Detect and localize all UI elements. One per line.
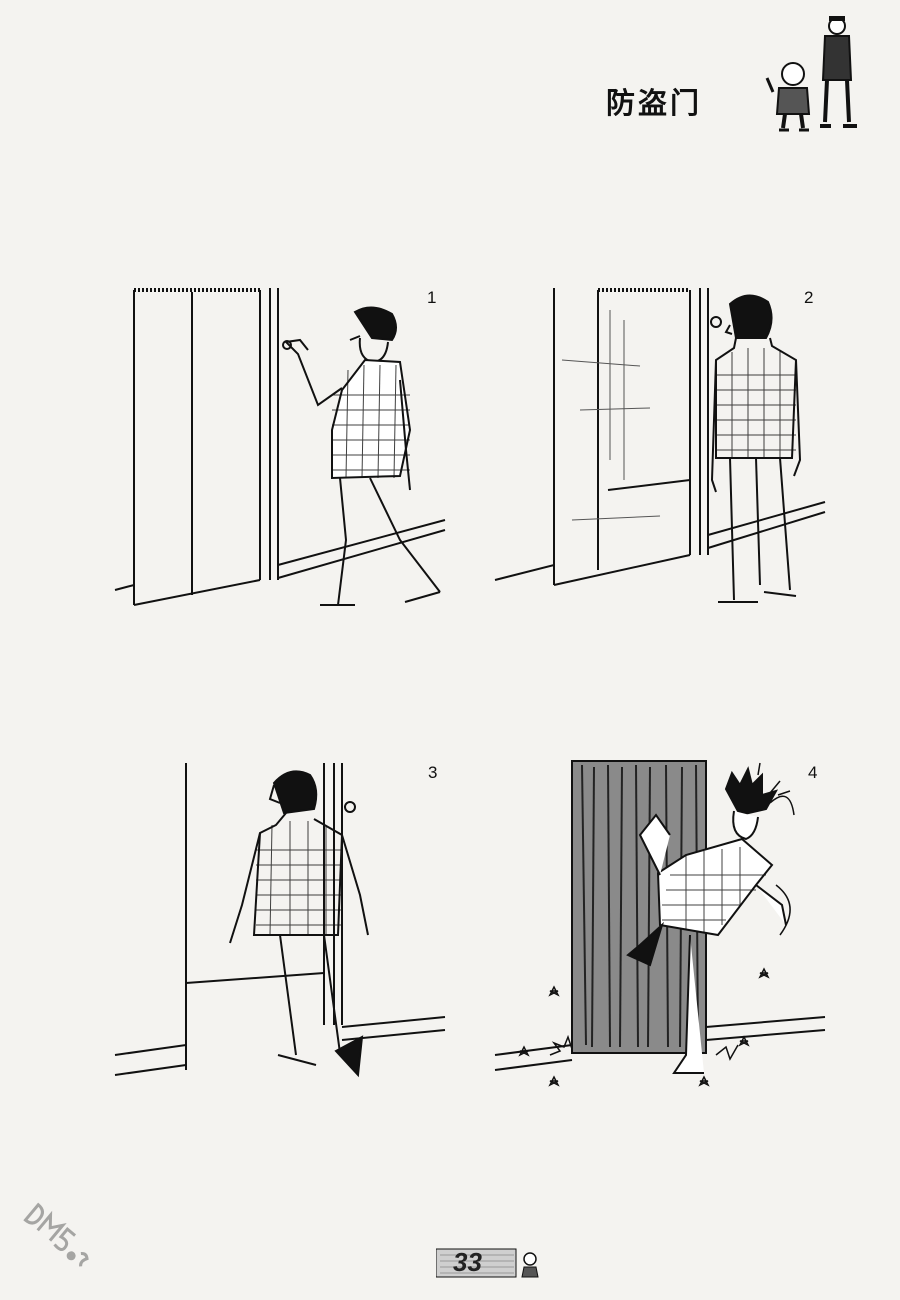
page-title: 防盗门 (606, 86, 703, 120)
panel-number: 4 (808, 763, 818, 782)
panel-3: 3 (110, 755, 450, 1100)
panel-4-drawing (494, 760, 826, 1087)
panel-2: 2 (490, 280, 830, 625)
page-number-tab (436, 1248, 539, 1278)
panel-2-drawing (494, 288, 826, 603)
mascot-characters-icon (765, 16, 857, 132)
panel-number: 2 (804, 288, 814, 307)
panel-1: 1 (110, 280, 450, 625)
panel-number: 3 (428, 763, 438, 782)
dm5-logo-icon (23, 1202, 89, 1267)
panel-3-drawing (114, 763, 446, 1078)
page-number: 33 (453, 1247, 482, 1277)
panel-4: 4 (490, 755, 830, 1100)
panel-1-drawing (114, 288, 446, 606)
panel-number: 1 (427, 288, 437, 307)
